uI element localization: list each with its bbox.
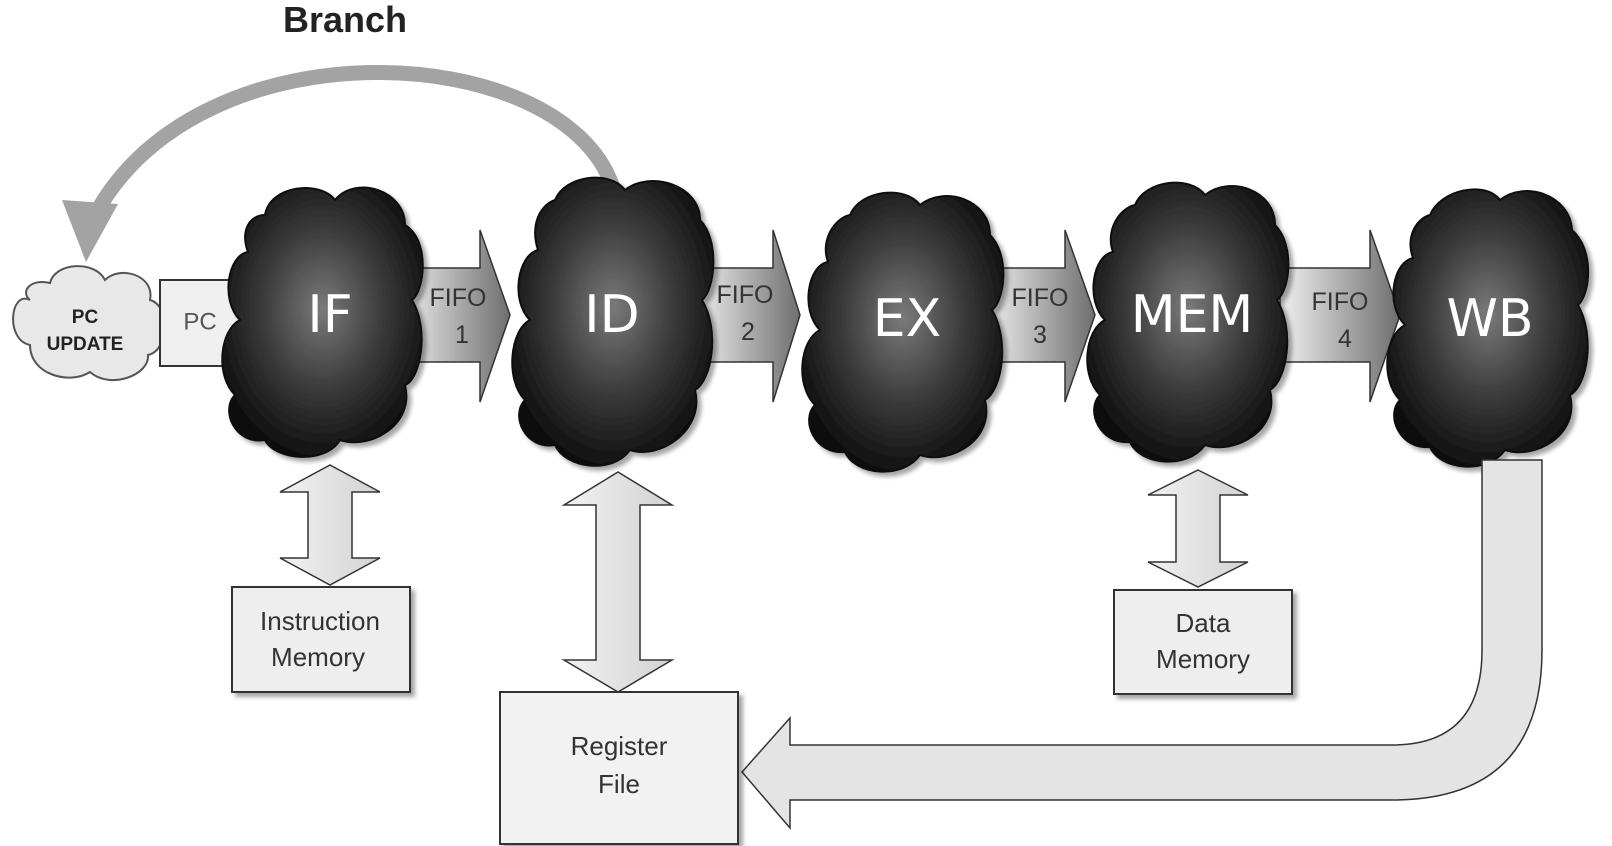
- instruction-memory-line2: Memory: [271, 642, 365, 672]
- branch-arrow: [87, 65, 620, 223]
- stage-wb: WB: [1386, 188, 1590, 468]
- stage-if: IF: [221, 186, 424, 458]
- fifo-2-line1: FIFO: [717, 281, 774, 309]
- fifo-arrow-3: FIFO 3: [984, 229, 1096, 403]
- stage-mem: MEM: [1086, 181, 1290, 463]
- stage-id-label: ID: [584, 285, 639, 345]
- fifo-arrow-4: FIFO 4: [1279, 229, 1401, 403]
- register-file-line2: File: [598, 769, 640, 799]
- stage-if-label: IF: [307, 285, 352, 345]
- mem-dmem-arrow: [1147, 469, 1249, 588]
- pc-update-cloud: PC UPDATE: [12, 265, 166, 382]
- id-regfile-arrow: [561, 471, 675, 693]
- instruction-memory-line1: Instruction: [260, 606, 380, 636]
- stage-mem-label: MEM: [1131, 285, 1254, 345]
- fifo-arrow-2: FIFO 2: [694, 229, 801, 403]
- data-memory-line1: Data: [1176, 608, 1231, 638]
- fifo-1-line2: 1: [455, 321, 469, 349]
- data-memory-line2: Memory: [1156, 644, 1250, 674]
- pc-update-line1: PC: [72, 307, 99, 328]
- fifo-3-line1: FIFO: [1012, 284, 1069, 312]
- stage-ex: EX: [801, 191, 1005, 473]
- fifo-1-line1: FIFO: [430, 284, 487, 312]
- stage-wb-label: WB: [1446, 289, 1533, 349]
- data-memory: Data Memory: [1113, 589, 1293, 695]
- register-file: Register File: [499, 691, 739, 845]
- branch-arrowhead: [62, 200, 118, 262]
- fifo-2-line2: 2: [741, 318, 755, 346]
- fifo-3-line2: 3: [1033, 321, 1047, 349]
- fifo-4-line2: 4: [1338, 325, 1352, 353]
- instruction-memory: Instruction Memory: [231, 586, 411, 693]
- stage-ex-label: EX: [873, 289, 941, 349]
- pc-update-line2: UPDATE: [47, 334, 124, 355]
- fifo-arrow-1: FIFO 1: [399, 229, 511, 403]
- writeback-arrow: [741, 459, 1543, 831]
- stage-id: ID: [511, 176, 715, 467]
- branch-label: Branch: [283, 0, 407, 40]
- if-imem-arrow: [279, 464, 381, 586]
- pc-label: PC: [183, 308, 216, 335]
- register-file-line1: Register: [571, 731, 668, 761]
- fifo-4-line1: FIFO: [1312, 288, 1369, 316]
